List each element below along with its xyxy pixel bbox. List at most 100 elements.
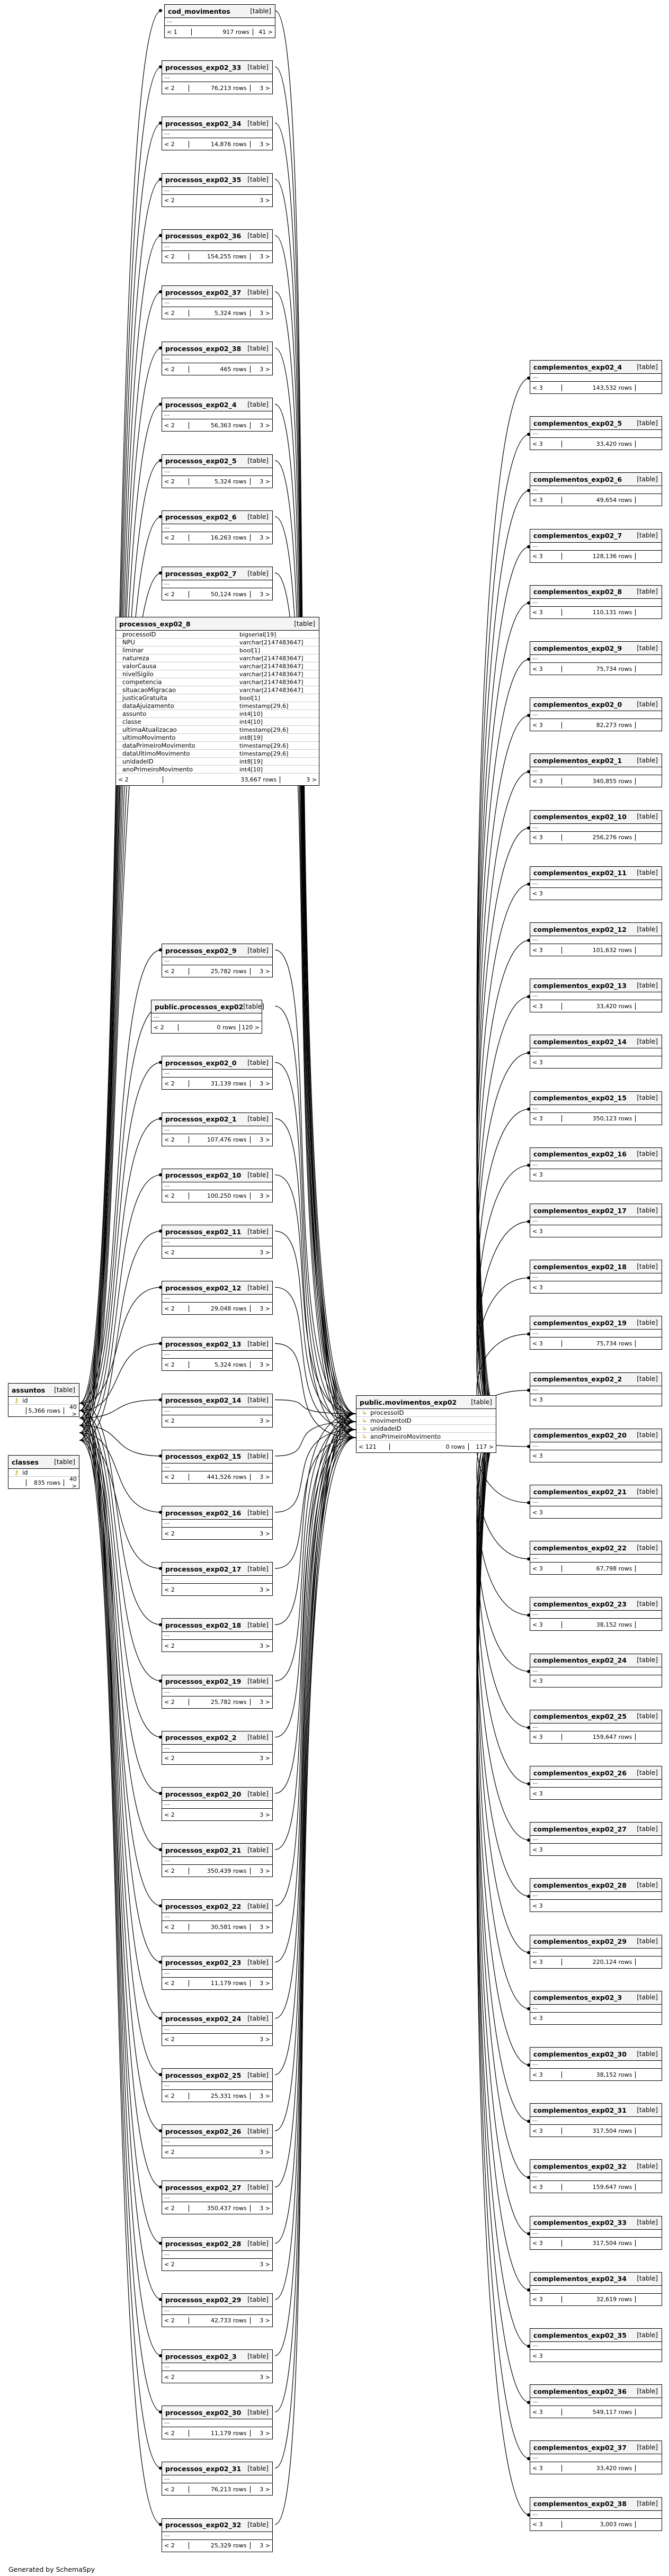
table-name[interactable]: complementos_exp02_38 [533, 2500, 627, 2508]
table-name[interactable]: processos_exp02_29 [165, 2296, 242, 2304]
table-name[interactable]: complementos_exp02_9 [533, 644, 622, 652]
children-count[interactable]: 41 > [258, 28, 273, 35]
parents-count[interactable]: < 2 [164, 534, 175, 542]
children-count[interactable]: 3 > [260, 590, 270, 598]
table-name[interactable]: complementos_exp02_8 [533, 588, 622, 596]
table-name[interactable]: complementos_exp02_36 [533, 2387, 627, 2395]
children-count[interactable]: 3 > [260, 1080, 270, 1087]
table-header[interactable]: processos_exp02_13[table] [162, 1338, 272, 1351]
parents-count[interactable]: < 3 [532, 2015, 543, 2022]
table-name[interactable]: processos_exp02_38 [165, 344, 242, 353]
table-header[interactable]: processos_exp02_34[table] [162, 117, 272, 131]
table-column-row[interactable]: ↳unidadeID [356, 1425, 496, 1433]
parents-count[interactable]: < 2 [164, 197, 175, 204]
children-count[interactable]: 3 > [260, 1361, 270, 1368]
parents-count[interactable]: < 2 [164, 1305, 175, 1312]
children-count[interactable]: 3 > [260, 1530, 270, 1537]
parents-count[interactable]: < 3 [532, 665, 543, 672]
table-header[interactable]: processos_exp02_35[table] [162, 173, 272, 187]
table-header[interactable]: public.movimentos_exp02[table] [356, 1396, 496, 1409]
table-name[interactable]: public.movimentos_exp02 [360, 1398, 457, 1406]
children-count[interactable]: 3 > [260, 1699, 270, 1706]
table-column-row[interactable]: ↳processoID [356, 1409, 496, 1417]
table-header[interactable]: processos_exp02_7[table] [162, 567, 272, 580]
table-name[interactable]: complementos_exp02_12 [533, 925, 627, 934]
parents-count[interactable]: < 2 [118, 776, 129, 783]
table-header[interactable]: complementos_exp02_31[table] [530, 2104, 662, 2117]
table-name[interactable]: processos_exp02_27 [165, 2183, 242, 2192]
table-box[interactable]: complementos_exp02_35[table]...< 3 [530, 2328, 662, 2362]
table-header[interactable]: processos_exp02_28[table] [162, 2237, 272, 2251]
table-header[interactable]: complementos_exp02_6[table] [530, 473, 662, 487]
table-header[interactable]: complementos_exp02_37[table] [530, 2441, 662, 2455]
table-name[interactable]: complementos_exp02_23 [533, 1600, 627, 1608]
table-name[interactable]: processos_exp02_33 [165, 63, 242, 71]
table-header[interactable]: complementos_exp02_14[table] [530, 1035, 662, 1049]
parents-count[interactable]: < 2 [164, 84, 175, 92]
parents-count[interactable]: < 2 [164, 2373, 175, 2381]
table-name[interactable]: complementos_exp02_24 [533, 1656, 627, 1665]
table-name[interactable]: processos_exp02_30 [165, 2408, 242, 2417]
table-box[interactable]: complementos_exp02_14[table]...< 3 [530, 1035, 662, 1069]
children-count[interactable]: 3 > [260, 140, 270, 148]
table-header[interactable]: complementos_exp02_10[table] [530, 810, 662, 824]
table-name[interactable]: complementos_exp02_16 [533, 1150, 627, 1159]
parents-count[interactable]: < 2 [164, 1980, 175, 1987]
table-name[interactable]: complementos_exp02_4 [533, 363, 622, 371]
table-name[interactable]: processos_exp02_26 [165, 2127, 242, 2135]
table-header[interactable]: processos_exp02_16[table] [162, 1506, 272, 1520]
parents-count[interactable]: < 2 [164, 2429, 175, 2437]
parents-count[interactable]: < 2 [164, 2148, 175, 2156]
children-count[interactable]: 3 > [260, 1867, 270, 1874]
parents-count[interactable]: < 2 [164, 2485, 175, 2493]
table-name[interactable]: complementos_exp02_3 [533, 1994, 622, 2002]
table-name[interactable]: complementos_exp02_5 [533, 419, 622, 427]
parents-count[interactable]: < 3 [532, 553, 543, 560]
parents-count[interactable]: < 3 [532, 2071, 543, 2078]
table-box[interactable]: complementos_exp02_26[table]...< 3 [530, 1766, 662, 1800]
children-count[interactable]: 3 > [260, 1755, 270, 1762]
table-name[interactable]: processos_exp02_2 [165, 1734, 237, 1742]
parents-count[interactable]: < 2 [164, 2092, 175, 2099]
table-box[interactable]: complementos_exp02_17[table]...< 3 [530, 1204, 662, 1237]
table-name[interactable]: processos_exp02_31 [165, 2464, 242, 2473]
table-name[interactable]: processos_exp02_11 [165, 1227, 242, 1236]
children-count[interactable]: 117 > [476, 1443, 494, 1450]
children-count[interactable]: 40 > [69, 1404, 77, 1417]
parents-count[interactable]: < 3 [532, 2296, 543, 2303]
table-name[interactable]: processos_exp02_0 [165, 1058, 237, 1067]
table-name[interactable]: cod_movimentos [168, 7, 230, 15]
parents-count[interactable]: < 3 [532, 1396, 543, 1404]
table-name[interactable]: complementos_exp02_19 [533, 1318, 627, 1327]
children-count[interactable]: 3 > [260, 1192, 270, 1200]
table-name[interactable]: processos_exp02_24 [165, 2015, 242, 2023]
children-count[interactable]: 3 > [260, 2204, 270, 2212]
parents-count[interactable]: < 3 [532, 721, 543, 729]
parents-count[interactable]: < 2 [164, 421, 175, 429]
table-header[interactable]: complementos_exp02_28[table] [530, 1879, 662, 1892]
parents-count[interactable]: < 2 [164, 1474, 175, 1481]
children-count[interactable]: 3 > [260, 478, 270, 486]
table-name[interactable]: public.processos_exp02 [155, 1002, 244, 1011]
parents-count[interactable]: < 2 [164, 1530, 175, 1537]
table-header[interactable]: complementos_exp02_26[table] [530, 1766, 662, 1780]
